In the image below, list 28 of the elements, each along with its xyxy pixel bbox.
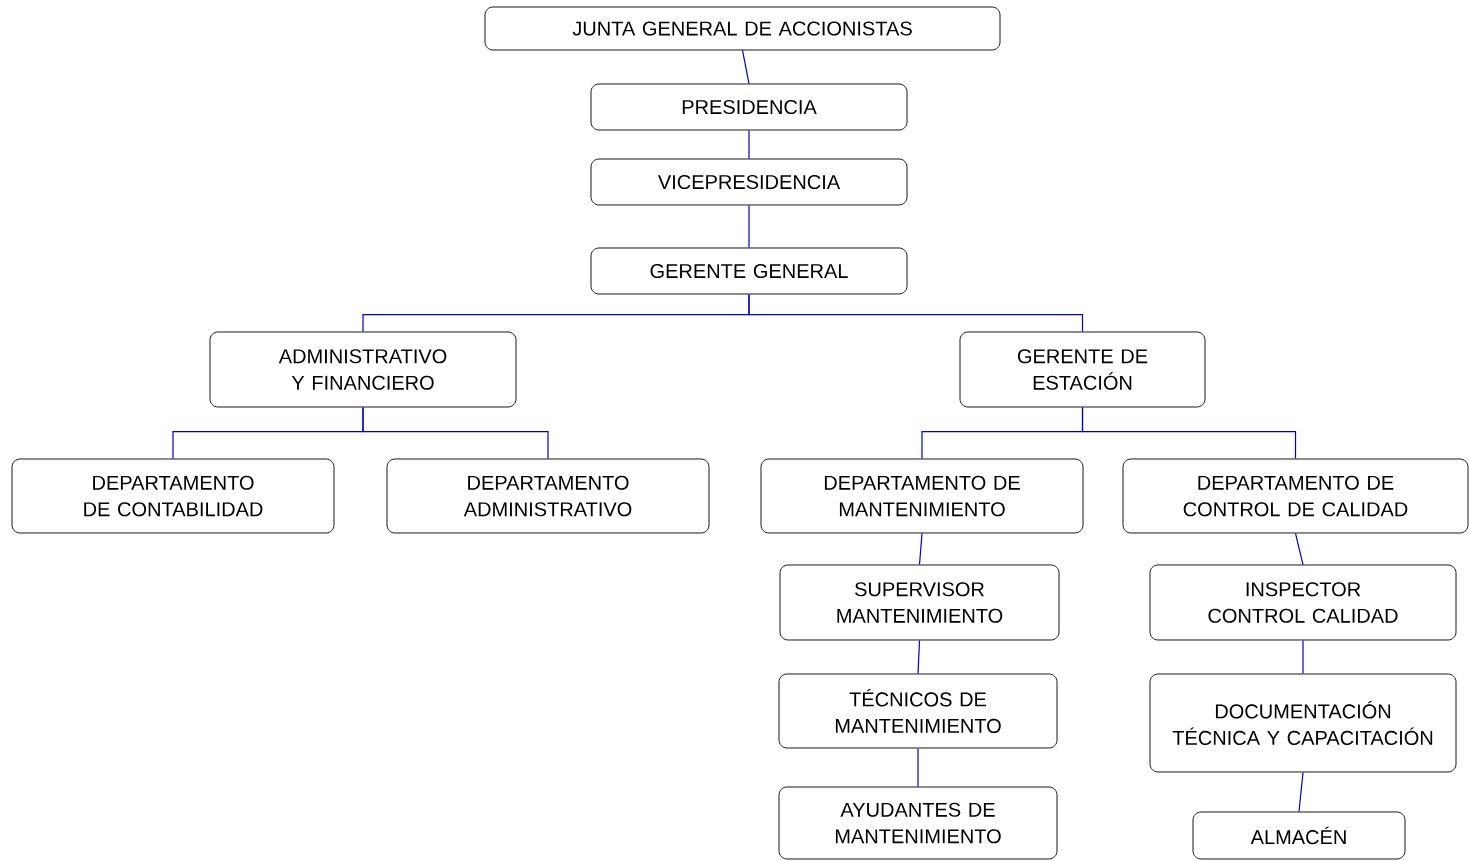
- org-box: DOCUMENTACIÓN TÉCNICA Y CAPACITACIÓN: [1149, 673, 1457, 773]
- org-box: DEPARTAMENTO DE MANTENIMIENTO: [760, 458, 1084, 534]
- org-box: INSPECTOR CONTROL CALIDAD: [1149, 564, 1457, 641]
- connector-line: [741, 49, 750, 85]
- connector-line: [917, 639, 921, 675]
- org-box: ADMINISTRATIVO Y FINANCIERO: [209, 331, 517, 408]
- org-box: GERENTE DE ESTACIÓN: [959, 331, 1206, 408]
- connector-line: [1294, 532, 1304, 566]
- connector-line: [362, 406, 549, 460]
- connector-line: [748, 293, 1084, 333]
- org-box: PRESIDENCIA: [590, 83, 908, 131]
- connector-line: [748, 204, 750, 249]
- org-box: AYUDANTES DE MANTENIMIENTO: [778, 786, 1058, 860]
- org-box: DEPARTAMENTO DE CONTROL DE CALIDAD: [1122, 458, 1469, 534]
- org-box: DEPARTAMENTO ADMINISTRATIVO: [386, 458, 710, 534]
- connector-line: [917, 747, 919, 788]
- connector-line: [1302, 639, 1304, 675]
- connector-line: [918, 532, 923, 566]
- org-box: VICEPRESIDENCIA: [590, 158, 908, 206]
- connector-line: [1298, 771, 1304, 813]
- org-box: ALMACÉN: [1192, 811, 1406, 860]
- org-box: DEPARTAMENTO DE CONTABILIDAD: [11, 458, 335, 534]
- org-box: JUNTA GENERAL DE ACCIONISTAS: [484, 6, 1001, 51]
- org-box: TÉCNICOS DE MANTENIMIENTO: [778, 673, 1058, 749]
- org-box: GERENTE GENERAL: [590, 247, 908, 295]
- connector-line: [748, 129, 750, 160]
- org-box: SUPERVISOR MANTENIMIENTO: [779, 564, 1060, 641]
- connector-line: [1081, 406, 1297, 460]
